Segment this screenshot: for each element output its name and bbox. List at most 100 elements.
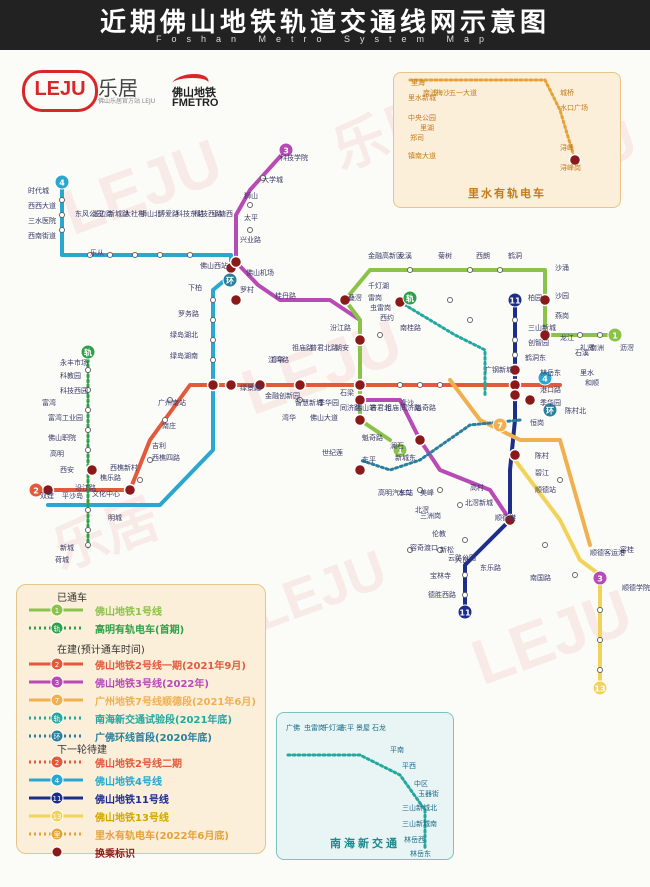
transfer-station-icon [229, 255, 243, 269]
legend-row: 轨高明有轨电车(首期) [27, 621, 263, 636]
nanhai-station-label: 平南 [390, 745, 404, 754]
legend-badge-icon [50, 711, 64, 725]
line-badge-icon [592, 570, 608, 586]
station-label: 沥滘 [620, 343, 634, 352]
legend-line-sample-icon: 11 [29, 791, 83, 805]
transfer-station-icon [293, 378, 307, 392]
line-badge-icon [28, 482, 44, 498]
station-dot-icon [85, 447, 91, 453]
station-label: 新松 [440, 545, 454, 554]
station-label: 季华园 [318, 398, 339, 407]
nanhai-station-label: 三山新城北 [402, 803, 437, 812]
station-label: 科技西路 [194, 209, 222, 218]
legend-item-label: 里水有轨电车(2022年6月底) [95, 831, 229, 842]
station-label: 朝安 [335, 343, 349, 352]
line-badge-icon [392, 442, 408, 458]
station-dot-icon [597, 332, 603, 338]
legend-item-label: 高明有轨电车(首期) [95, 625, 185, 636]
station-dot-icon [59, 212, 65, 218]
station-label: 张边路 [92, 209, 113, 218]
legend-item-label: 佛山地铁2号线一期(2021年9月) [95, 661, 246, 672]
tram-station-label: 浔峰岗 [560, 163, 581, 172]
station-label: 雷岗 [368, 294, 382, 302]
tram-station-label: 浔峰 [560, 143, 574, 152]
legend-row: 轨南海新交通试验段(2021年底) [27, 711, 263, 726]
station-label: 广州南站 [158, 398, 186, 407]
legend-transfer-label: 换乘标识 [95, 849, 135, 860]
station-label: 宝林寺 [430, 571, 451, 580]
station-label: 创智园 [528, 338, 549, 347]
tram-station-label: 郑司 [410, 134, 424, 142]
station-label: 伦教 [432, 529, 446, 538]
legend-item-label: 佛山地铁1号线 [95, 607, 162, 618]
line-badge-icon [592, 680, 608, 696]
station-dot-icon [187, 252, 193, 258]
station-label: 恒岗 [530, 418, 544, 427]
tram-station-label: 里水新城 [408, 93, 436, 102]
station-label: 三山新城 [528, 323, 556, 332]
station-label: 叠滘 [348, 293, 362, 302]
station-dot-icon [210, 337, 216, 343]
station-dot-icon [597, 667, 603, 673]
legend-section-next: 下一轮待建 [57, 745, 107, 756]
map-title: 近期佛山地铁轨道交通线网示意图 [99, 8, 550, 38]
station-label: 陈村 [535, 451, 549, 460]
station-label: 东平 [362, 455, 376, 464]
station-label: 佛山站 [355, 403, 376, 412]
station-label: 西南街道 [28, 231, 56, 240]
station-label: 季华园 [540, 398, 561, 407]
station-dot-icon [512, 352, 518, 358]
line4-route [46, 188, 233, 507]
station-label: 北滘 [415, 505, 429, 514]
line-badge-label: 11 [509, 297, 521, 306]
nanhai-transit-route [398, 300, 487, 397]
station-dot-icon [462, 592, 468, 598]
legend-line-sample-icon: 4 [29, 773, 83, 787]
station-label: 和顺 [585, 378, 599, 387]
legend-section-open: 已通车 [57, 593, 87, 604]
legend-transfer-icon [51, 846, 63, 858]
transfer-station-icon [523, 393, 537, 407]
station-label: 时代城 [28, 186, 49, 195]
station-label: 太平 [244, 213, 258, 222]
leju-name: 乐居 [98, 76, 138, 100]
line-badge-label: 2 [33, 487, 39, 496]
station-label: 水口 [398, 488, 412, 497]
legend-item-label: 佛山地铁11号线 [95, 795, 169, 806]
nanhai-station-label: 林岳西 [404, 835, 425, 844]
station-label: 美峰 [420, 488, 434, 497]
legend-badge-icon [50, 675, 64, 689]
station-label: 碧江 [535, 468, 549, 477]
station-label: 汾江路 [330, 323, 351, 332]
station-label: 明城 [108, 514, 122, 522]
nanhai-station-label: 玉器街 [418, 789, 439, 798]
station-dot-icon [397, 382, 403, 388]
station-dot-icon [597, 607, 603, 613]
transfer-station-icon [206, 378, 220, 392]
line-badge-icon [222, 272, 238, 288]
station-label: 里水 [580, 368, 594, 377]
station-label: 南国路 [530, 573, 551, 582]
legend-line-sample-icon: 1 [29, 603, 83, 617]
line-badge-icon [492, 417, 508, 433]
station-dot-icon [247, 202, 253, 208]
station-label: 礼贤 [580, 343, 594, 352]
station-dot-icon [85, 427, 91, 433]
lishui-tram-title: 里水有轨电车 [468, 187, 546, 200]
fmetro-name-cn: 佛山地铁 [172, 86, 216, 99]
station-dot-icon [437, 382, 443, 388]
station-label: 鹤洞东 [525, 353, 546, 362]
station-dot-icon [512, 337, 518, 343]
station-label: 乐从 [90, 248, 104, 257]
station-label: 普君北路 [310, 343, 338, 352]
transfer-station-icon [353, 463, 367, 477]
legend-item-label: 佛山地铁13号线 [95, 813, 169, 824]
station-dot-icon [132, 252, 138, 258]
station-label: 沿江路 [75, 483, 96, 492]
station-label: 高村 [470, 483, 484, 492]
station-label: 兴业路 [240, 235, 261, 244]
station-label: 科技东路 [176, 209, 204, 218]
station-dot-icon [407, 267, 413, 273]
nanhai-station-label: 千灯湖 [322, 723, 343, 732]
legend-badge-icon [50, 729, 64, 743]
